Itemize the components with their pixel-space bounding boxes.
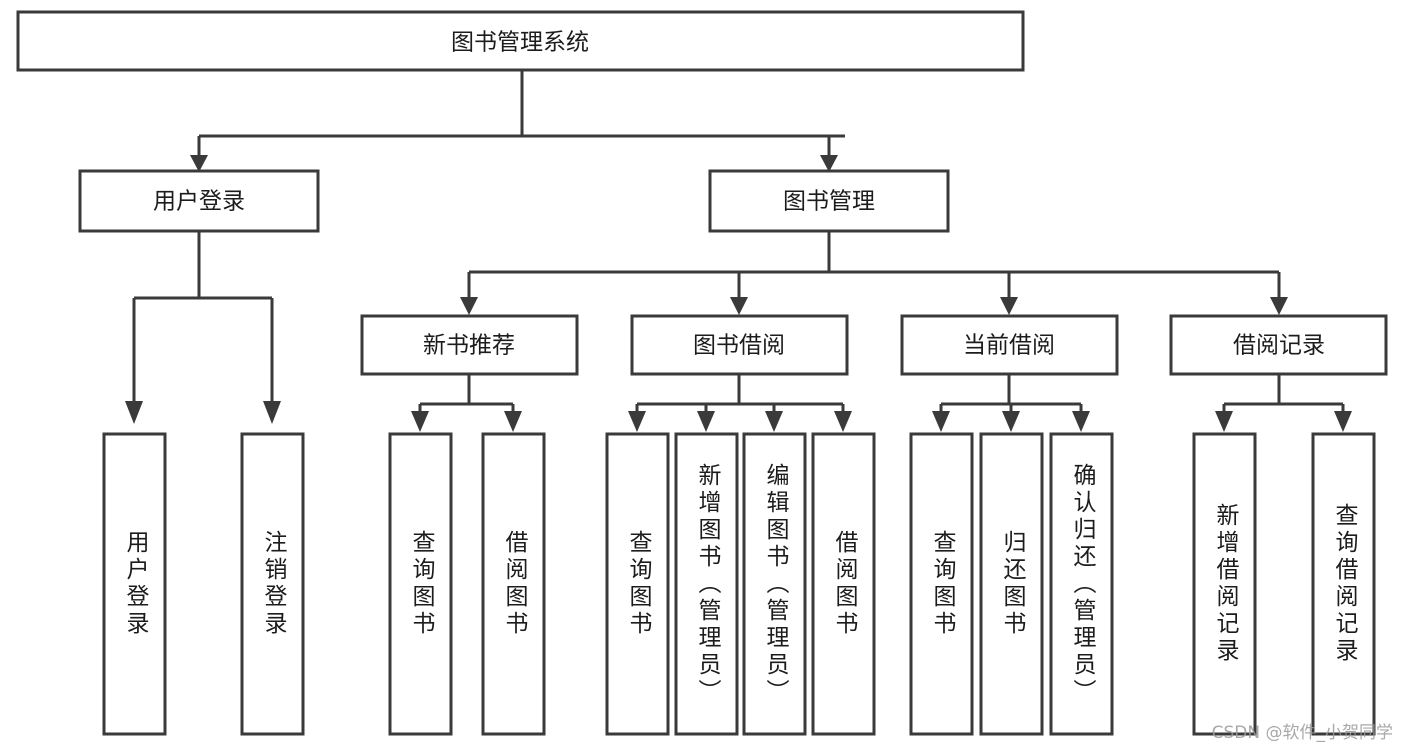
- node-book-borrow-label: 图书借阅: [693, 333, 785, 359]
- leaf-box[interactable]: [811, 432, 876, 736]
- leaf-box[interactable]: [979, 432, 1044, 736]
- leaf-box[interactable]: [388, 432, 453, 736]
- leaf-box[interactable]: [1311, 432, 1376, 736]
- connector-borrowrecord-to-leaves: [1215, 375, 1352, 432]
- leaf-boxes: [102, 432, 1376, 736]
- leaf-box[interactable]: [1049, 432, 1114, 736]
- leaf-box[interactable]: [674, 432, 739, 736]
- leaf-box[interactable]: [1192, 432, 1257, 736]
- node-root[interactable]: 图书管理系统: [16, 10, 1025, 72]
- node-borrow-record-label: 借阅记录: [1233, 333, 1325, 359]
- node-borrow-record[interactable]: 借阅记录: [1169, 314, 1388, 376]
- node-root-label: 图书管理系统: [451, 30, 589, 56]
- node-book-management-label: 图书管理: [783, 189, 875, 215]
- leaf-box[interactable]: [481, 432, 546, 736]
- leaf-box[interactable]: [742, 432, 807, 736]
- leaf-box[interactable]: [102, 432, 167, 736]
- node-current-borrow[interactable]: 当前借阅: [900, 314, 1119, 376]
- leaf-box[interactable]: [240, 432, 305, 736]
- connector-currentborrow-to-leaves: [932, 375, 1090, 432]
- connector-bookmgmt-to-level3: [460, 232, 1288, 315]
- connector-bookborrow-to-leaves: [628, 375, 852, 432]
- connector-newbook-to-leaves: [411, 375, 522, 432]
- leaf-box[interactable]: [909, 432, 974, 736]
- node-new-book-recommend[interactable]: 新书推荐: [360, 314, 579, 376]
- leaf-box[interactable]: [605, 432, 670, 736]
- node-book-management[interactable]: 图书管理: [708, 169, 950, 233]
- node-user-login-label: 用户登录: [153, 189, 245, 215]
- node-user-login[interactable]: 用户登录: [78, 169, 320, 233]
- connector-userlogin-to-leaves: [125, 232, 281, 424]
- node-current-borrow-label: 当前借阅: [963, 333, 1055, 359]
- node-book-borrow[interactable]: 图书借阅: [630, 314, 849, 376]
- connector-root-to-level2: [190, 70, 845, 172]
- node-new-book-recommend-label: 新书推荐: [423, 333, 515, 359]
